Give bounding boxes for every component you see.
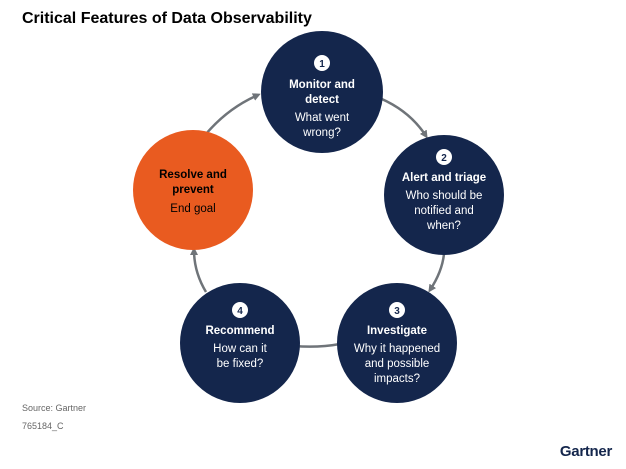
step-number-badge: [314, 55, 330, 71]
svg-text:4: 4: [237, 306, 243, 317]
svg-text:Resolve and: Resolve and: [159, 169, 227, 181]
svg-text:3: 3: [394, 306, 400, 317]
svg-text:prevent: prevent: [172, 184, 214, 196]
svg-text:Recommend: Recommend: [205, 325, 274, 337]
svg-text:Alert and triage: Alert and triage: [402, 172, 486, 184]
svg-text:Who should be: Who should be: [406, 190, 483, 202]
arrow-2-to-3: [428, 253, 446, 293]
svg-text:2: 2: [441, 153, 447, 164]
svg-text:notified and: notified and: [414, 205, 473, 217]
svg-text:1: 1: [319, 59, 325, 70]
gartner-logo: Gartner: [559, 443, 612, 460]
step-number-badge: [436, 149, 452, 165]
svg-text:and possible: and possible: [365, 358, 430, 370]
svg-text:Investigate: Investigate: [367, 325, 427, 337]
arrow-goal-to-1: [205, 93, 261, 135]
svg-text:impacts?: impacts?: [374, 373, 420, 385]
step-number-badge: [389, 302, 405, 318]
goal-resolve-prevent: Resolve and prevent End goal: [133, 130, 253, 250]
svg-text:End goal: End goal: [170, 203, 215, 215]
arrow-3-to-4: [291, 342, 341, 351]
arrow-4-to-goal: [190, 247, 208, 293]
svg-text:How can it: How can it: [213, 343, 267, 355]
step-2-alert-triage: 2 Alert and triage Who should be notifie…: [384, 135, 504, 255]
svg-text:Why it happened: Why it happened: [354, 343, 440, 355]
page-title: Critical Features of Data Observability: [22, 10, 312, 27]
step-1-monitor-detect: 1 Monitor and detect What went wrong?: [261, 31, 383, 153]
svg-text:What went: What went: [295, 112, 350, 124]
svg-text:wrong?: wrong?: [302, 127, 341, 139]
step-number-badge: [232, 302, 248, 318]
svg-text:be fixed?: be fixed?: [217, 358, 264, 370]
step-3-investigate: 3 Investigate Why it happened and possib…: [337, 283, 457, 403]
source-note: Source: Gartner: [22, 403, 87, 413]
svg-text:Monitor and: Monitor and: [289, 79, 355, 91]
figure-id: 765184_C: [22, 421, 64, 431]
step-4-recommend: 4 Recommend How can it be fixed?: [180, 283, 300, 403]
svg-text:when?: when?: [426, 220, 461, 232]
svg-text:detect: detect: [305, 94, 339, 106]
